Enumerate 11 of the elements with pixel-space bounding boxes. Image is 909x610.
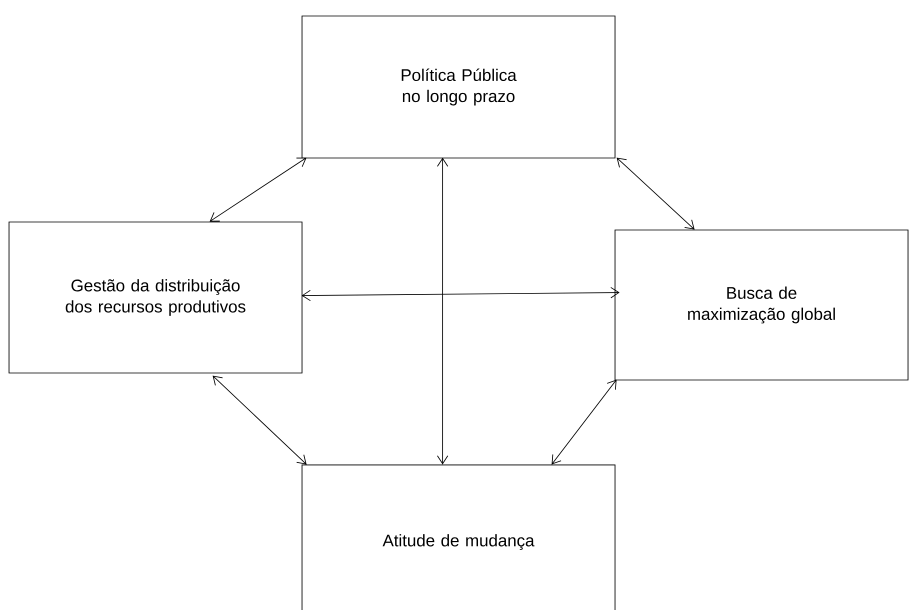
process-box: [302, 464, 616, 610]
arrow: [436, 158, 448, 465]
arrow: [210, 158, 307, 222]
arrow: [616, 158, 695, 230]
process-box: Busca de maximização global: [614, 230, 908, 380]
process-box: Política Pública no longo prazo: [302, 16, 616, 158]
arrow: [212, 376, 307, 465]
process-box: Gestão da distribuição dos recursos produtivos: [8, 222, 302, 374]
arrow: [302, 287, 620, 302]
arrow: [552, 380, 617, 465]
box-text: Atitude de mudança: [382, 534, 534, 550]
